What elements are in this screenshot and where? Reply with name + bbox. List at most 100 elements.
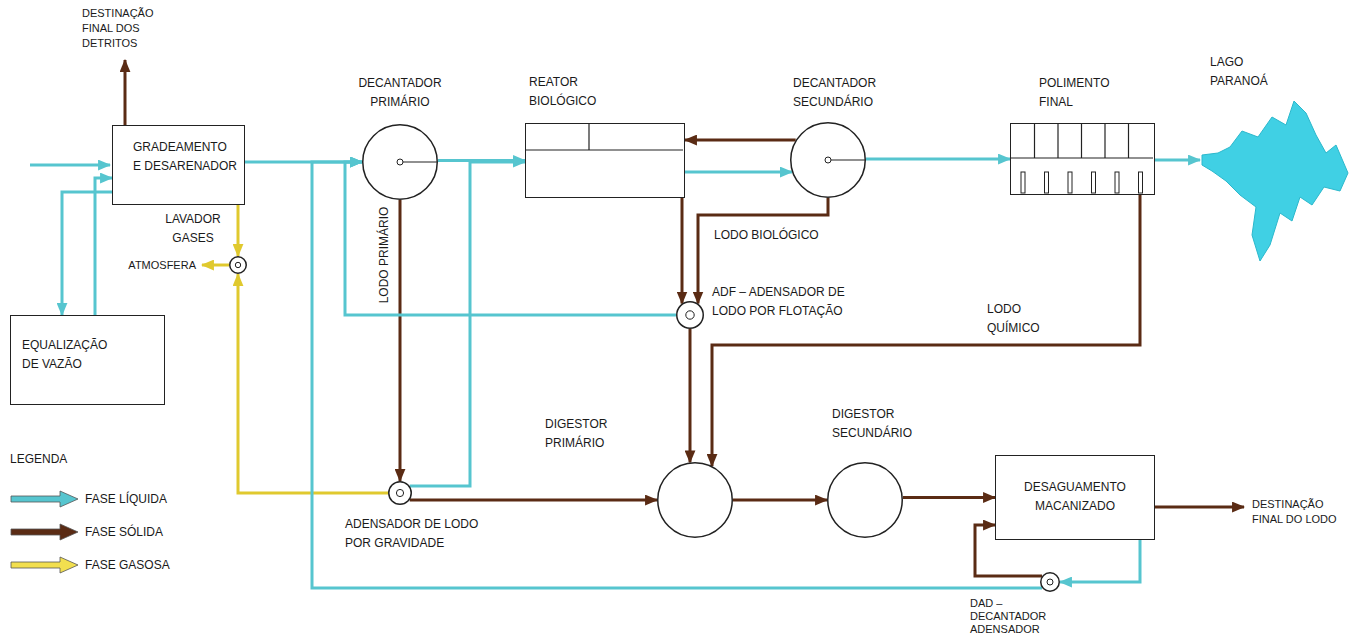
- legend-arrow: [11, 524, 78, 540]
- note-label: DESTINAÇÃO FINAL DOS DETRITOS: [82, 6, 162, 51]
- filter-cell: [1034, 124, 1035, 158]
- legend-text: FASE LÍQUIDA: [85, 490, 167, 508]
- flow-connector: [237, 205, 240, 256]
- filter-baffle: [1045, 172, 1049, 193]
- reactor-divider: [526, 149, 683, 150]
- flow-label: LODO BIOLÓGICO: [712, 226, 821, 245]
- tank-circle: LAVADOR GASES: [229, 256, 247, 274]
- lake-outline: [1202, 101, 1348, 261]
- node-label: DIGESTOR PRIMÁRIO: [545, 415, 627, 453]
- tank-shape: [1011, 124, 1154, 194]
- flow-connector: [1060, 540, 1140, 582]
- flow-connector: [685, 171, 792, 174]
- filter-baffle: [1115, 172, 1119, 193]
- node-label: REATOR BIOLÓGICO: [529, 73, 609, 111]
- flow-connector: [866, 158, 1010, 161]
- gas-exhaust-arrow: [202, 264, 229, 267]
- lake-outline: LAGO PARANOÁ: [1200, 95, 1350, 265]
- flow-connector: [903, 496, 995, 499]
- center-pivot: [235, 262, 240, 267]
- node-label: DAD – DECANTADOR ADENSADOR: [970, 597, 1055, 636]
- tank-circle: DIGESTOR SECUNDÁRIO: [827, 462, 903, 538]
- inflow-arrow: [30, 164, 110, 167]
- flow-connector: [733, 499, 827, 502]
- flow-label: LODO PRIMÁRIO: [375, 205, 394, 306]
- center-pivot: [397, 159, 403, 165]
- legend-swatch: [10, 554, 80, 576]
- legend-swatch: [10, 488, 80, 510]
- center-pivot: [1047, 579, 1053, 585]
- legend-row: FASE LÍQUIDA: [10, 488, 210, 510]
- scraper-arm: [828, 159, 865, 160]
- note-label: DESTINAÇÃO FINAL DO LODO: [1252, 497, 1357, 527]
- tank-circle: ADF – ADENSADOR DE LODO POR FLOTAÇÃO: [676, 301, 704, 329]
- tank-shape: [657, 462, 733, 538]
- node-label: DIGESTOR SECUNDÁRIO: [832, 405, 927, 443]
- flow-connector: [410, 499, 657, 502]
- legend-text: FASE GASOSA: [85, 556, 170, 574]
- tank-outline: [677, 302, 704, 329]
- legend-text: FASE SÓLIDA: [85, 523, 163, 541]
- tank-circle: DIGESTOR PRIMÁRIO: [657, 462, 733, 538]
- tank-outline: [828, 463, 903, 538]
- tank-shape: [229, 256, 247, 274]
- filter-baffle: [1139, 172, 1143, 193]
- center-pivot: [825, 157, 831, 163]
- flow-connector: [410, 162, 525, 486]
- debris-arrow: [124, 60, 127, 125]
- tank-shape: [526, 124, 684, 197]
- tank-shape: [362, 124, 438, 200]
- tank-circle: DAD – DECANTADOR ADENSADOR: [1040, 572, 1060, 592]
- node-label: EQUALIZAÇÃO DE VAZÃO: [22, 336, 122, 374]
- flow-connector: [95, 178, 112, 315]
- filter-cell: [1128, 124, 1129, 158]
- legend-title: LEGENDA: [10, 452, 90, 467]
- flow-connector: [681, 198, 684, 304]
- tank-shape: [676, 301, 704, 329]
- tank-outline: [389, 482, 412, 505]
- sludge-exit-arrow: [1155, 506, 1244, 509]
- flow-connector: [689, 329, 692, 462]
- tank-outline: [658, 463, 733, 538]
- legend-arrow: [11, 557, 78, 573]
- filter-cell: [1104, 124, 1105, 158]
- node-label: DECANTADOR SECUNDÁRIO: [793, 74, 898, 112]
- flow-connector: [62, 192, 112, 315]
- tank-shape: [388, 481, 412, 505]
- flow-connector: [685, 139, 796, 142]
- process-box: DESAGUAMENTO MACANIZADO: [995, 455, 1155, 540]
- tank-outline: [363, 125, 438, 200]
- tank-shape: [1040, 572, 1060, 592]
- legend-row: FASE GASOSA: [10, 554, 210, 576]
- process-box: REATOR BIOLÓGICO: [525, 123, 685, 198]
- legend-swatch: [10, 521, 80, 543]
- node-label: POLIMENTO FINAL: [1039, 74, 1124, 112]
- center-pivot: [686, 311, 694, 319]
- tank-outline: [791, 123, 866, 198]
- filter-cell: [1057, 124, 1058, 158]
- tank-outline: [1041, 573, 1060, 592]
- node-label: ADF – ADENSADOR DE LODO POR FLOTAÇÃO: [712, 283, 877, 321]
- node-label: LAVADOR GASES: [158, 210, 228, 248]
- flow-connector: [399, 200, 402, 481]
- filter-baffle: [1068, 172, 1072, 193]
- process-box: EQUALIZAÇÃO DE VAZÃO: [10, 315, 165, 405]
- reactor-divider: [588, 124, 589, 150]
- scraper-arm: [400, 161, 437, 162]
- tank-shape: [827, 462, 903, 538]
- legend-arrow: [11, 491, 78, 507]
- node-label: GRADEAMENTO E DESARENADOR: [133, 138, 238, 176]
- tank-shape: [790, 122, 866, 198]
- note-label: ATMOSFERA: [126, 258, 196, 273]
- lake-shape: [1200, 95, 1350, 265]
- node-label: LAGO PARANOÁ: [1210, 53, 1290, 91]
- flow-connector: [312, 162, 1042, 588]
- tank-circle: DECANTADOR PRIMÁRIO: [362, 124, 438, 200]
- tank-circle: DECANTADOR SECUNDÁRIO: [790, 122, 866, 198]
- filter-cell: [1081, 124, 1082, 158]
- node-label: DECANTADOR PRIMÁRIO: [350, 74, 450, 112]
- filter-baffle: [1021, 172, 1025, 193]
- tank-outline: [230, 257, 247, 274]
- node-label: ADENSADOR DE LODO POR GRAVIDADE: [345, 515, 495, 553]
- node-label: DESAGUAMENTO MACANIZADO: [1004, 478, 1146, 516]
